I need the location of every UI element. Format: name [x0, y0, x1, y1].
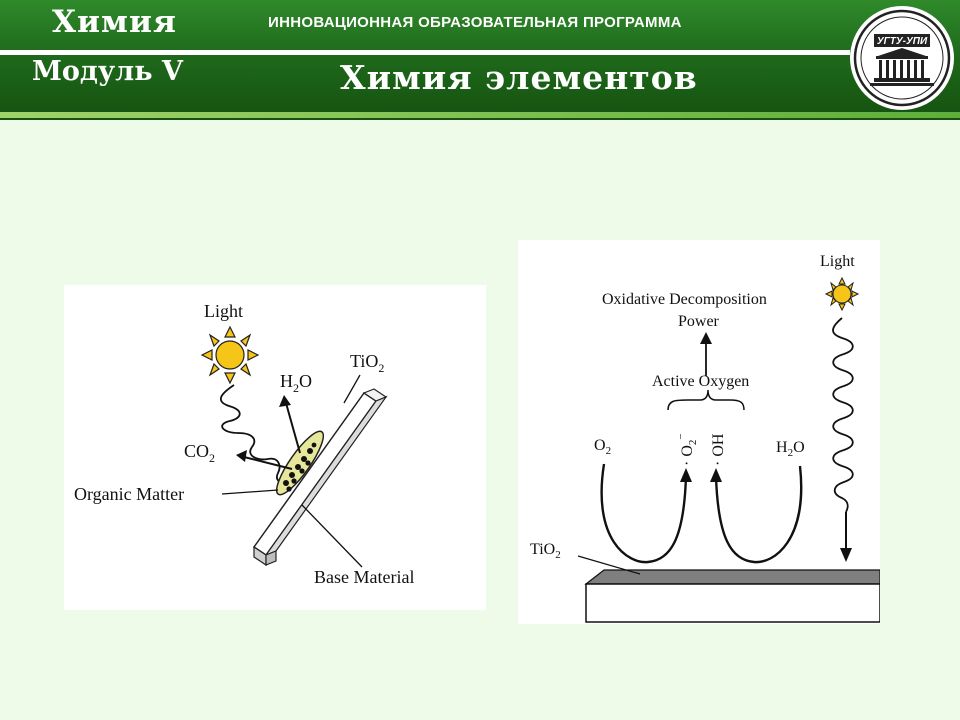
base-material-label: Base Material [314, 567, 414, 587]
h2o-label: H2O [776, 439, 805, 459]
co2-arrowhead [236, 450, 247, 462]
superoxide-arrowhead [680, 468, 692, 482]
oxidative-decomposition-label: Oxidative Decomposition [602, 291, 767, 308]
light-arrowhead [840, 548, 852, 562]
light-ray [832, 317, 854, 513]
o2-label: O2 [594, 437, 611, 457]
subject-title: Химия [52, 4, 177, 40]
light-label: Light [204, 301, 243, 321]
tio2-label: TiO2 [530, 541, 561, 561]
sun-icon [824, 276, 860, 312]
active-oxygen-brace [667, 389, 745, 411]
base-slab [585, 583, 880, 623]
sun-icon [200, 325, 260, 385]
power-arrowhead [700, 332, 712, 344]
active-oxygen-diagram: Oxidative Decomposition Power Active Oxy… [518, 240, 880, 624]
light-label: Light [820, 253, 855, 270]
slide-header: Химия ИННОВАЦИОННАЯ ОБРАЗОВАТЕЛЬНАЯ ПРОГ… [0, 0, 960, 120]
organic-matter-blob [275, 430, 325, 496]
logo-text: УГТУ-УПИ [877, 36, 928, 47]
active-oxygen-label: Active Oxygen [652, 373, 749, 390]
power-label: Power [678, 313, 720, 330]
header-divider [0, 50, 850, 55]
h2o-label: H2O [280, 371, 312, 395]
organic-matter-label: Organic Matter [74, 484, 184, 504]
tio2-layer [584, 569, 880, 585]
o2-reaction-curve [600, 463, 688, 564]
h2o-reaction-curve [714, 465, 803, 564]
slide-title: Химия элементов [340, 58, 698, 97]
superoxide-label: · O2− [675, 433, 699, 466]
organic-particles [283, 442, 317, 492]
program-title: ИННОВАЦИОННАЯ ОБРАЗОВАТЕЛЬНАЯ ПРОГРАММА [268, 14, 682, 31]
base-material-plate [252, 388, 388, 567]
h2o-arrowhead [279, 395, 291, 407]
hydroxyl-radical-label: · OH [710, 433, 727, 466]
co2-label: CO2 [184, 441, 215, 465]
photocatalysis-diagram: Light H2O TiO2 [64, 285, 486, 610]
hydroxyl-arrowhead [710, 468, 722, 482]
light-ray [219, 384, 291, 485]
tio2-label: TiO2 [350, 351, 384, 375]
module-title: Модуль V [32, 56, 183, 87]
header-bottom-line [0, 112, 960, 118]
university-logo: УГТУ-УПИ [850, 6, 954, 110]
